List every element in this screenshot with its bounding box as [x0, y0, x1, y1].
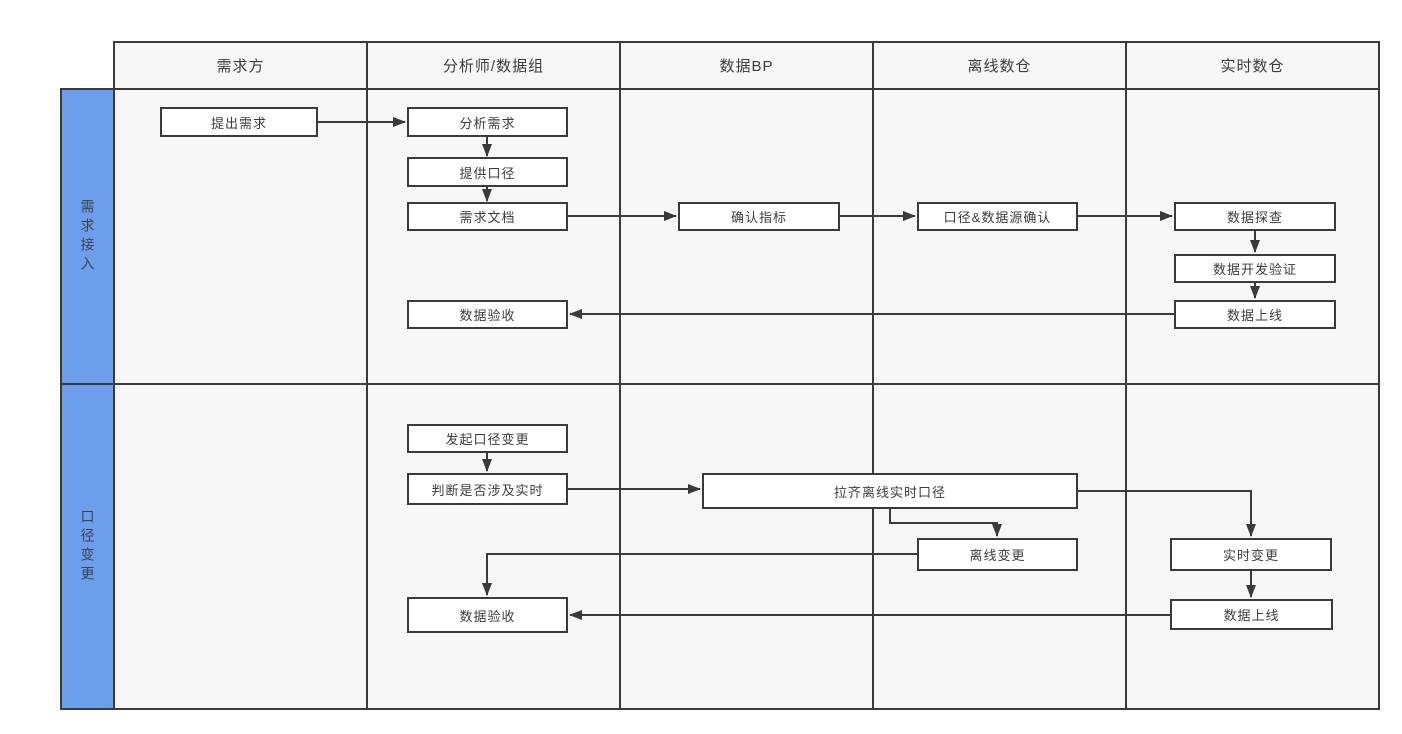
node-initiate-caliber-change: 发起口径变更 — [407, 424, 568, 453]
node-data-online-1: 数据上线 — [1174, 300, 1336, 329]
column-header-realtime-dw: 实时数仓 — [1220, 58, 1285, 75]
node-analyze-demand: 分析需求 — [407, 107, 568, 137]
column-header-requester: 需求方 — [216, 58, 265, 75]
node-caliber-datasource-confirm: 口径&数据源确认 — [917, 202, 1078, 231]
node-demand-doc: 需求文档 — [407, 202, 568, 231]
table-fills — [61, 42, 1379, 709]
node-data-accept-2: 数据验收 — [407, 597, 568, 633]
edge-align-to-offline — [889, 509, 1002, 537]
flow-arrows — [318, 117, 1260, 620]
node-data-dev-verify: 数据开发验证 — [1174, 254, 1336, 283]
column-header-offline-dw: 离线数仓 — [967, 58, 1032, 75]
node-confirm-metric: 确认指标 — [678, 202, 840, 231]
node-data-explore: 数据探查 — [1174, 202, 1336, 231]
lane-label-requirement-onboarding: 需求接入 — [79, 198, 96, 275]
column-header-data-bp: 数据BP — [719, 58, 774, 75]
node-raise-demand: 提出需求 — [160, 107, 318, 137]
column-header-analyst-group: 分析师/数据组 — [442, 58, 545, 75]
node-judge-realtime: 判断是否涉及实时 — [407, 473, 568, 505]
edge-align-to-realtime — [1078, 490, 1256, 537]
node-data-online-2: 数据上线 — [1170, 599, 1333, 630]
swimlane-grid — [60, 41, 1380, 710]
lane-label-caliber-change: 口径变更 — [79, 508, 96, 585]
node-data-accept-1: 数据验收 — [407, 300, 568, 329]
node-provide-caliber: 提供口径 — [407, 157, 568, 187]
node-align-caliber: 拉齐离线实时口径 — [702, 473, 1078, 509]
edge-offline-to-accept2 — [482, 553, 917, 596]
node-realtime-change: 实时变更 — [1170, 538, 1332, 571]
node-offline-change: 离线变更 — [917, 538, 1078, 571]
